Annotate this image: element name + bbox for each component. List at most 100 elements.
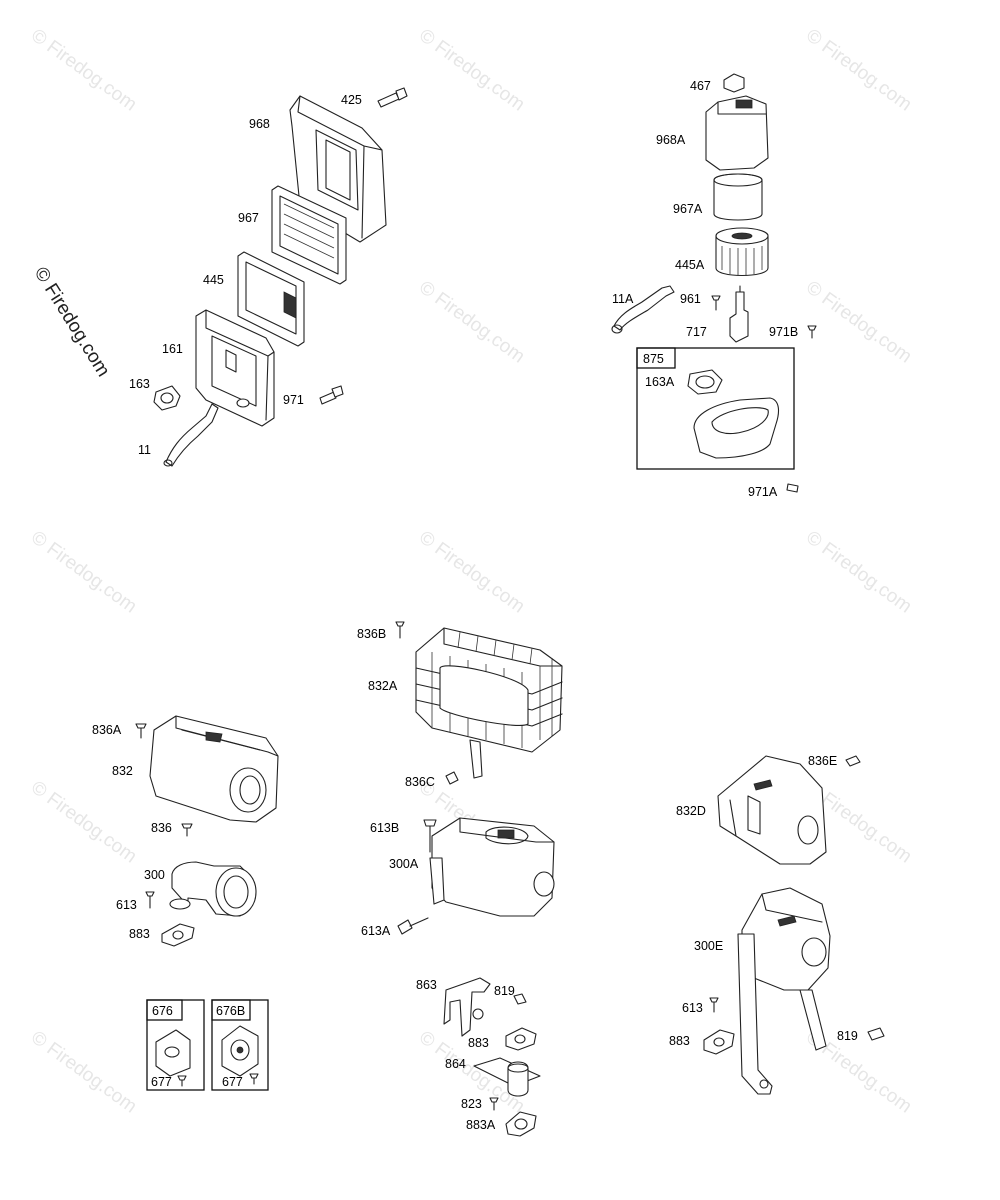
screw-971B bbox=[807, 325, 817, 339]
screw-971A bbox=[786, 483, 799, 493]
muffler-832 bbox=[149, 715, 279, 823]
label-836E: 836E bbox=[808, 754, 837, 768]
kit-box-875 bbox=[636, 347, 795, 470]
base-161 bbox=[195, 309, 275, 427]
bracket-863 bbox=[443, 977, 491, 1037]
label-11A: 11A bbox=[612, 292, 634, 306]
deflector-676B bbox=[221, 1025, 259, 1077]
label-11: 11 bbox=[138, 443, 151, 457]
gasket-883 bbox=[161, 923, 195, 947]
cartridge-445A bbox=[715, 227, 769, 276]
screw-961 bbox=[711, 295, 721, 311]
label-467: 467 bbox=[690, 79, 711, 93]
label-832D: 832D bbox=[676, 804, 706, 818]
label-445: 445 bbox=[203, 273, 224, 287]
label-875: 875 bbox=[643, 352, 664, 366]
muffler-assembly-300E bbox=[703, 755, 885, 1095]
base-875 bbox=[693, 397, 780, 459]
watermark: © Firedog.com bbox=[415, 25, 528, 115]
gasket-163 bbox=[153, 385, 181, 411]
label-883c: 883 bbox=[669, 1034, 690, 1048]
screw-677b bbox=[249, 1073, 259, 1085]
label-300A: 300A bbox=[389, 857, 419, 871]
gasket-883A bbox=[505, 1111, 537, 1137]
gasket-163A bbox=[687, 369, 723, 395]
filter-967 bbox=[271, 185, 347, 285]
deflector-676 bbox=[155, 1029, 191, 1077]
part-labels: 425 968 967 445 161 163 971 11 467 968A … bbox=[92, 79, 858, 1132]
label-864: 864 bbox=[445, 1057, 466, 1071]
kit-label-box-875 bbox=[636, 347, 676, 369]
guard-832D bbox=[717, 755, 827, 865]
screw-819 bbox=[513, 993, 527, 1005]
watermark: © Firedog.com bbox=[802, 527, 915, 617]
adapter-864 bbox=[473, 1057, 541, 1097]
label-676: 676 bbox=[152, 1004, 173, 1018]
label-971B: 971B bbox=[769, 325, 798, 339]
screw-613A bbox=[397, 917, 429, 935]
label-613: 613 bbox=[116, 898, 137, 912]
gasket-883c bbox=[703, 1029, 735, 1055]
watermark: © Firedog.com bbox=[415, 527, 528, 617]
muffler-300A bbox=[429, 817, 555, 917]
screw-836A bbox=[135, 723, 147, 739]
watermark: © Firedog.com bbox=[415, 277, 528, 367]
label-863: 863 bbox=[416, 978, 437, 992]
screw-613B bbox=[423, 819, 437, 853]
label-819: 819 bbox=[494, 984, 515, 998]
kit-label-box-676B bbox=[211, 999, 251, 1021]
label-967: 967 bbox=[238, 211, 259, 225]
label-717: 717 bbox=[686, 325, 707, 339]
guard-832A bbox=[415, 627, 563, 779]
screw-836E bbox=[845, 755, 861, 767]
tube-11A bbox=[611, 285, 675, 334]
label-677b: 677 bbox=[222, 1075, 243, 1089]
watermark: © Firedog.com bbox=[27, 777, 140, 867]
label-836C: 836C bbox=[405, 775, 435, 789]
label-425: 425 bbox=[341, 93, 362, 107]
label-676B: 676B bbox=[216, 1004, 245, 1018]
precleaner-967A bbox=[713, 173, 763, 221]
label-300: 300 bbox=[144, 868, 165, 882]
screw-836 bbox=[181, 823, 193, 837]
cover-968A bbox=[705, 95, 769, 171]
label-163A: 163A bbox=[645, 375, 675, 389]
label-971: 971 bbox=[283, 393, 304, 407]
label-968A: 968A bbox=[656, 133, 686, 147]
screw-836B bbox=[395, 621, 405, 639]
label-677: 677 bbox=[151, 1075, 172, 1089]
label-163: 163 bbox=[129, 377, 150, 391]
knob-467 bbox=[723, 73, 745, 93]
label-836B: 836B bbox=[357, 627, 386, 641]
air-cleaner-assembly-b bbox=[611, 73, 817, 493]
filter-445 bbox=[237, 251, 305, 347]
label-883b: 883 bbox=[468, 1036, 489, 1050]
gasket-883b bbox=[505, 1027, 537, 1051]
screw-971 bbox=[319, 385, 344, 405]
screw-613b bbox=[709, 997, 719, 1013]
screw-819b bbox=[867, 1027, 885, 1041]
muffler-assembly-300A bbox=[395, 621, 563, 1137]
bracket-717 bbox=[729, 285, 749, 343]
watermark: © Firedog.com bbox=[27, 527, 140, 617]
label-883A: 883A bbox=[466, 1118, 496, 1132]
label-613b: 613 bbox=[682, 1001, 703, 1015]
label-832: 832 bbox=[112, 764, 133, 778]
label-832A: 832A bbox=[368, 679, 398, 693]
label-445A: 445A bbox=[675, 258, 705, 272]
screw-823 bbox=[489, 1097, 499, 1111]
muffler-300E bbox=[737, 887, 831, 1095]
label-613B: 613B bbox=[370, 821, 399, 835]
air-cleaner-assembly-a bbox=[153, 87, 408, 467]
watermark: © Firedog.com bbox=[802, 277, 915, 367]
label-968: 968 bbox=[249, 117, 270, 131]
screw-677 bbox=[177, 1075, 187, 1087]
label-961: 961 bbox=[680, 292, 701, 306]
screw-425 bbox=[377, 87, 408, 108]
screw-613 bbox=[145, 891, 155, 909]
label-161: 161 bbox=[162, 342, 183, 356]
tube-11 bbox=[163, 403, 219, 467]
label-967A: 967A bbox=[673, 202, 703, 216]
label-823: 823 bbox=[461, 1097, 482, 1111]
copyright-watermark: © Firedog.com bbox=[30, 264, 114, 381]
